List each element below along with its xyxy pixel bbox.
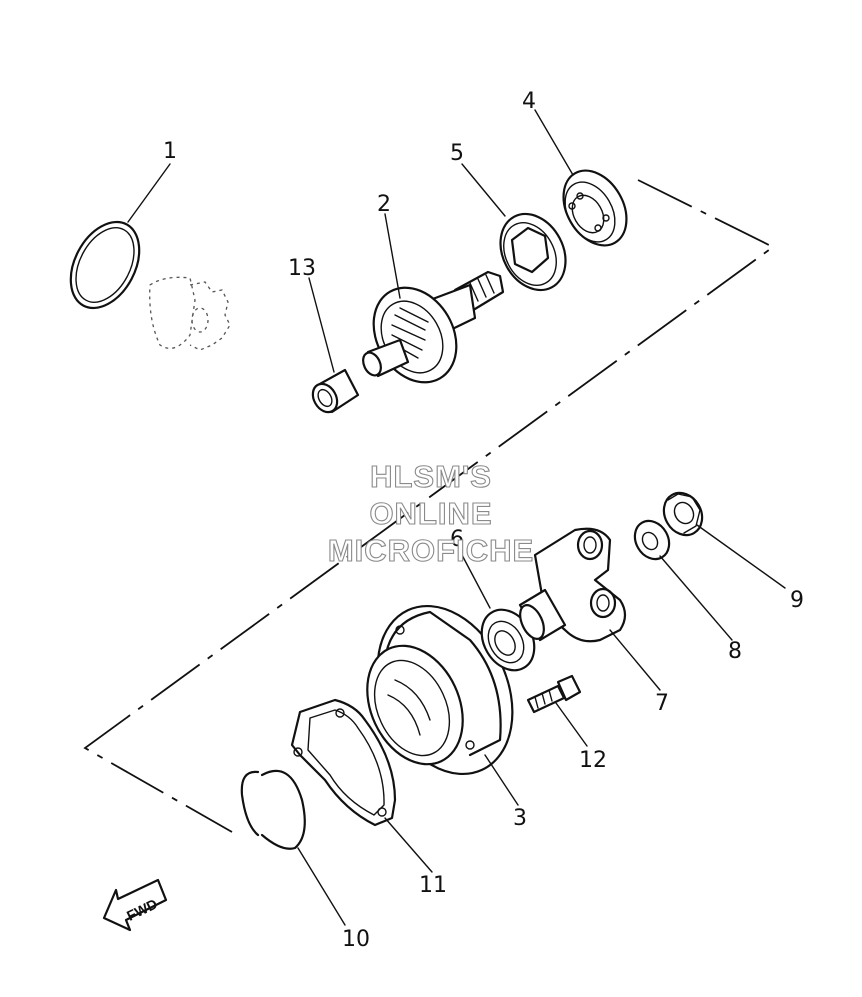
callout-12: 12 <box>579 748 607 773</box>
part-3-housing[interactable] <box>349 584 538 796</box>
callout-9: 9 <box>790 588 804 613</box>
callout-1: 1 <box>163 139 177 164</box>
callout-numbers: 1 2 3 4 5 6 7 8 9 10 11 12 13 <box>163 89 804 952</box>
callout-11: 11 <box>419 873 447 898</box>
watermark-line-3: MICROFICHE <box>328 533 534 568</box>
part-11-gasket[interactable] <box>290 698 397 827</box>
watermark-line-2: ONLINE <box>369 496 492 531</box>
callout-5: 5 <box>450 141 464 166</box>
part-2-shaft-gear[interactable] <box>357 270 505 397</box>
callout-10: 10 <box>342 927 370 952</box>
part-1-o-ring[interactable] <box>57 210 153 319</box>
callout-2: 2 <box>377 192 391 217</box>
callout-leaders <box>127 109 786 926</box>
part-9-nut[interactable] <box>656 486 709 542</box>
part-5-oil-seal[interactable] <box>488 203 579 302</box>
part-12-bolt[interactable] <box>526 674 582 714</box>
reference-gear-ghost <box>149 276 231 351</box>
callout-13: 13 <box>288 256 316 281</box>
callout-7: 7 <box>655 691 669 716</box>
part-13-needle-bearing[interactable] <box>308 368 360 416</box>
part-4-ball-bearing[interactable] <box>551 159 639 256</box>
watermark-line-1: HLSM'S <box>370 459 492 494</box>
callout-3: 3 <box>513 806 527 831</box>
part-7-yoke[interactable] <box>515 527 627 643</box>
watermark: HLSM'S ONLINE MICROFICHE <box>327 458 534 568</box>
callout-8: 8 <box>728 639 742 664</box>
part-10-circlip[interactable] <box>240 769 306 850</box>
callout-4: 4 <box>522 89 536 114</box>
forward-direction-arrow-icon: FWD <box>102 878 168 932</box>
callout-6: 6 <box>450 527 464 552</box>
assembly-reference-line <box>83 179 775 833</box>
